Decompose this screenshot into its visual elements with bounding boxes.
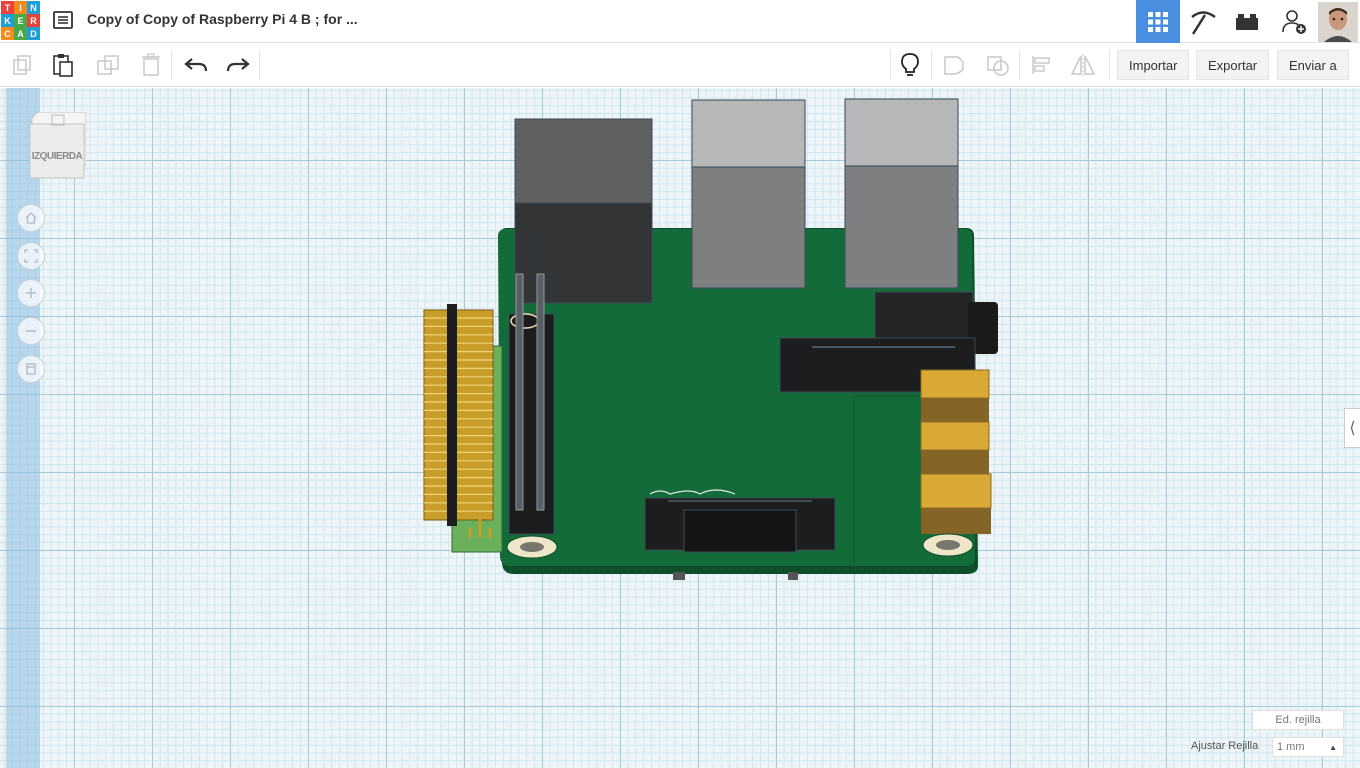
pin-strip: [447, 304, 457, 526]
pcb-board: [498, 229, 975, 566]
usb-port: [844, 165, 959, 289]
delete-icon[interactable]: [137, 52, 165, 78]
duplicate-icon[interactable]: [94, 52, 122, 78]
snap-grid-label: Ajustar Rejilla: [1191, 740, 1259, 752]
usb-port-top: [691, 99, 806, 169]
logo-letter: A: [14, 27, 27, 40]
logo-letter: D: [27, 27, 40, 40]
lightbulb-icon[interactable]: [896, 52, 924, 78]
logo-letter: E: [14, 14, 27, 27]
tinkercad-logo[interactable]: T I N K E R C A D: [1, 1, 41, 41]
avatar[interactable]: [1316, 0, 1360, 43]
raspberry-pi-model[interactable]: [0, 88, 1360, 768]
gold-pin-array: [423, 309, 494, 521]
ethernet-port: [514, 202, 653, 304]
logo-letter: T: [1, 1, 14, 14]
snap-grid-select[interactable]: 1 mm ▲: [1272, 737, 1344, 757]
snap-grid-value: 1 mm: [1277, 741, 1305, 753]
toolbar-divider: [1109, 50, 1110, 80]
fit-icon[interactable]: [17, 242, 45, 270]
copy-icon[interactable]: [8, 52, 36, 78]
logo-letter: R: [27, 14, 40, 27]
group-icon[interactable]: [940, 52, 968, 78]
ethernet-port-top: [514, 118, 653, 205]
redo-icon[interactable]: [224, 52, 252, 78]
audio-jack: [874, 291, 974, 347]
zoom-in-icon[interactable]: [17, 279, 45, 307]
logo-letter: N: [27, 1, 40, 14]
toolbar-divider: [259, 50, 260, 80]
paste-icon[interactable]: [49, 52, 77, 78]
top-bar: T I N K E R C A D Copy of Copy of Raspbe…: [0, 0, 1360, 43]
bricks-icon[interactable]: [1225, 0, 1269, 43]
usb-port-top: [844, 98, 959, 168]
export-button[interactable]: Exportar: [1196, 50, 1270, 80]
toolbar-divider: [931, 50, 932, 80]
power-connector: [920, 369, 990, 399]
chevron-left-icon[interactable]: ⟨: [1344, 408, 1360, 448]
workplane-grid-icon[interactable]: [1136, 0, 1180, 43]
undo-icon[interactable]: [182, 52, 210, 78]
usb-port: [691, 166, 806, 289]
design-title[interactable]: Copy of Copy of Raspberry Pi 4 B ; for .…: [87, 11, 358, 27]
logo-letter: K: [1, 14, 14, 27]
toolbar-divider: [171, 50, 172, 80]
add-user-icon[interactable]: [1272, 0, 1316, 43]
zoom-out-icon[interactable]: [17, 317, 45, 345]
perspective-icon[interactable]: [17, 355, 45, 383]
align-icon[interactable]: [1027, 52, 1055, 78]
pin-lines: [424, 317, 493, 512]
toolbar-divider: [890, 50, 891, 80]
import-button[interactable]: Importar: [1117, 50, 1190, 80]
logo-letter: I: [14, 1, 27, 14]
pickaxe-icon[interactable]: [1181, 0, 1225, 43]
toolbar: Importar Exportar Enviar a: [0, 44, 1360, 87]
send-to-button[interactable]: Enviar a: [1277, 50, 1349, 80]
logo-letter: C: [1, 27, 14, 40]
workplane-edge: [6, 88, 40, 768]
ungroup-icon[interactable]: [984, 52, 1012, 78]
chevron-up-icon: ▲: [1329, 742, 1337, 752]
mirror-icon[interactable]: [1069, 52, 1097, 78]
workplane[interactable]: IZQUIERDA: [0, 88, 1360, 768]
view-cube[interactable]: IZQUIERDA: [28, 111, 87, 180]
edit-grid-button[interactable]: Ed. rejilla: [1252, 710, 1344, 730]
menu-icon[interactable]: [53, 11, 73, 29]
toolbar-divider: [1019, 50, 1020, 80]
view-cube-face-label: IZQUIERDA: [31, 151, 83, 162]
home-icon[interactable]: [17, 204, 45, 232]
